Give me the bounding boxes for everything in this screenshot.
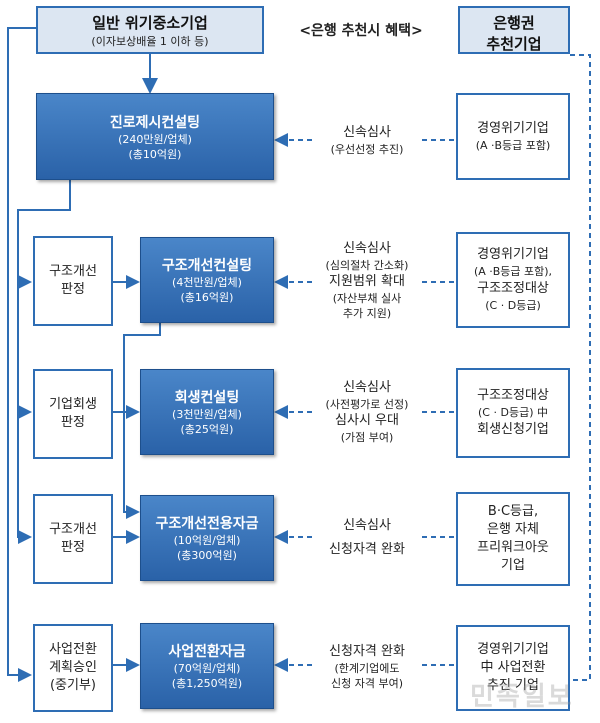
row4-bank-l2: 은행 자체	[487, 522, 539, 537]
career-consulting-unit: (240만원/업체)	[118, 132, 192, 146]
row5-bank-box: 경영위기기업 中 사업전환 추진 기업	[456, 625, 570, 711]
row2-bank-l1: 경영위기기업	[477, 247, 549, 262]
row3-left-box: 기업회생 판정	[33, 369, 113, 459]
row3-left-l1: 기업회생	[49, 397, 97, 412]
row1-benefit: 신속심사 (우선선정 추진)	[312, 118, 422, 162]
row5-bank-l1: 경영위기기업	[477, 642, 549, 657]
row3-benefit-l2: (사전평가로 선정)	[325, 398, 409, 411]
row5-bank-l2: 中 사업전환	[480, 660, 546, 675]
row2-benefit-l1: 신속심사	[343, 240, 391, 256]
row5-left-l3: (중기부)	[49, 678, 97, 693]
row3-left-l2: 판정	[61, 415, 85, 430]
row2-benefit: 신속심사 (심의절차 간소화) 지원범위 확대 (자산부채 실사 추가 지원)	[300, 228, 434, 332]
restructuring-fund-unit: (10억원/업체)	[173, 534, 241, 547]
career-consulting-title: 진로제시컨설팅	[109, 114, 201, 131]
row3-benefit-l1: 신속심사	[343, 380, 391, 395]
row3-bank-l3: 회생신청기업	[477, 422, 549, 437]
row3-benefit-l4: (가점 부여)	[340, 431, 394, 444]
career-consulting-box: 진로제시컨설팅 (240만원/업체) (총10억원)	[36, 93, 274, 180]
row2-left-box: 구조개선 판정	[33, 236, 113, 326]
watermark: 민족일보	[470, 682, 574, 712]
arrow-spine-inner	[17, 180, 71, 289]
bank-recommended-line2: 추천기업	[486, 35, 542, 53]
row5-benefit-l3: 신청 자격 부여)	[330, 677, 403, 690]
row4-benefit: 신속심사 신청자격 완화	[300, 514, 434, 562]
arrow-consulting-to-fund	[123, 322, 161, 519]
arrow-spine-outer	[7, 27, 36, 682]
bank-recommended-box: 은행권 추천기업	[458, 6, 570, 54]
row1-benefit-l2: (우선선정 추진)	[330, 142, 404, 156]
rehabilitation-consulting-unit: (3천만원/업체)	[172, 408, 242, 421]
dash-right-spine	[570, 54, 591, 681]
row5-benefit-l1: 신청자격 완화	[329, 644, 405, 659]
business-conversion-fund-unit: (70억원/업체)	[173, 662, 241, 675]
restructuring-fund-total: (총300억원)	[177, 549, 237, 562]
row2-benefit-l5: 추가 지원)	[342, 306, 392, 320]
row2-benefit-l3: 지원범위 확대	[329, 273, 405, 289]
bank-benefit-header: <은행 추천시 혜택>	[299, 23, 423, 39]
row5-left-l2: 계획승인	[49, 660, 97, 675]
business-conversion-fund-title: 사업전환자금	[168, 644, 246, 660]
rehabilitation-consulting-total: (총25억원)	[180, 423, 234, 436]
row1-bank-l2: (A ·B등급 포함)	[475, 138, 551, 152]
row4-benefit-l2: 신청자격 완화	[329, 542, 405, 557]
row4-left-box: 구조개선 판정	[33, 494, 113, 584]
row2-bank-l2: (A ·B등급 포함),	[473, 265, 553, 278]
row2-bank-box: 경영위기기업 (A ·B등급 포함), 구조조정대상 (C · D등급)	[456, 232, 570, 328]
general-crisis-sme-title: 일반 위기중소기업	[92, 14, 208, 32]
row1-benefit-l1: 신속심사	[343, 124, 391, 140]
row2-benefit-l4: (자산부채 실사	[332, 291, 402, 305]
restructuring-fund-box: 구조개선전용자금 (10억원/업체) (총300억원)	[140, 495, 274, 581]
restructuring-consulting-title: 구조개선컨설팅	[161, 258, 253, 274]
row3-benefit: 신속심사 (사전평가로 선정) 심사시 우대 (가점 부여)	[300, 370, 434, 454]
restructuring-consulting-unit: (4천만원/업체)	[172, 276, 242, 289]
rehabilitation-consulting-title: 회생컨설팅	[174, 390, 240, 406]
bank-recommended-line1: 은행권	[493, 14, 535, 32]
row4-bank-box: B·C등급, 은행 자체 프리워크아웃 기업	[456, 492, 570, 586]
row4-bank-l4: 기업	[501, 558, 525, 573]
row5-benefit-l2: (한계기업에도	[334, 662, 400, 675]
row3-bank-box: 구조조정대상 (C · D등급) 中 회생신청기업	[456, 368, 570, 458]
row2-bank-l3: 구조조정대상	[477, 281, 549, 296]
row4-left-l2: 판정	[61, 540, 85, 555]
row3-benefit-l3: 심사시 우대	[335, 413, 399, 428]
row5-left-box: 사업전환 계획승인 (중기부)	[33, 624, 113, 712]
row4-benefit-l1: 신속심사	[343, 518, 391, 533]
row2-left-l1: 구조개선	[49, 264, 97, 279]
business-conversion-fund-box: 사업전환자금 (70억원/업체) (총1,250억원)	[140, 623, 274, 709]
row2-benefit-l2: (심의절차 간소화)	[325, 258, 409, 272]
row4-bank-l3: 프리워크아웃	[477, 540, 549, 555]
restructuring-fund-title: 구조개선전용자금	[155, 516, 259, 532]
row2-bank-l4: (C · D등급)	[485, 299, 541, 312]
rehabilitation-consulting-box: 회생컨설팅 (3천만원/업체) (총25억원)	[140, 369, 274, 455]
general-crisis-sme-box: 일반 위기중소기업 (이자보상배율 1 이하 등)	[36, 6, 264, 54]
arrow-spine-inner-2	[17, 282, 32, 419]
row3-bank-l2: (C · D등급) 中	[478, 406, 548, 419]
row1-bank-l1: 경영위기기업	[477, 120, 549, 136]
row4-left-l1: 구조개선	[49, 522, 97, 537]
row5-bank-l3: 추진 기업	[487, 678, 539, 693]
general-crisis-sme-subtitle: (이자보상배율 1 이하 등)	[91, 35, 209, 48]
row1-bank-box: 경영위기기업 (A ·B등급 포함)	[456, 93, 570, 180]
row5-benefit: 신청자격 완화 (한계기업에도 신청 자격 부여)	[300, 638, 434, 696]
row3-bank-l1: 구조조정대상	[477, 388, 549, 403]
business-conversion-fund-total: (총1,250억원)	[171, 677, 243, 690]
career-consulting-total: (총10억원)	[128, 147, 182, 161]
row5-left-l1: 사업전환	[49, 642, 97, 657]
restructuring-consulting-box: 구조개선컨설팅 (4천만원/업체) (총16억원)	[140, 237, 274, 323]
restructuring-consulting-total: (총16억원)	[180, 291, 234, 304]
arrow-spine-inner-3	[17, 412, 32, 544]
row2-left-l2: 판정	[61, 282, 85, 297]
row4-bank-l1: B·C등급,	[487, 504, 539, 519]
